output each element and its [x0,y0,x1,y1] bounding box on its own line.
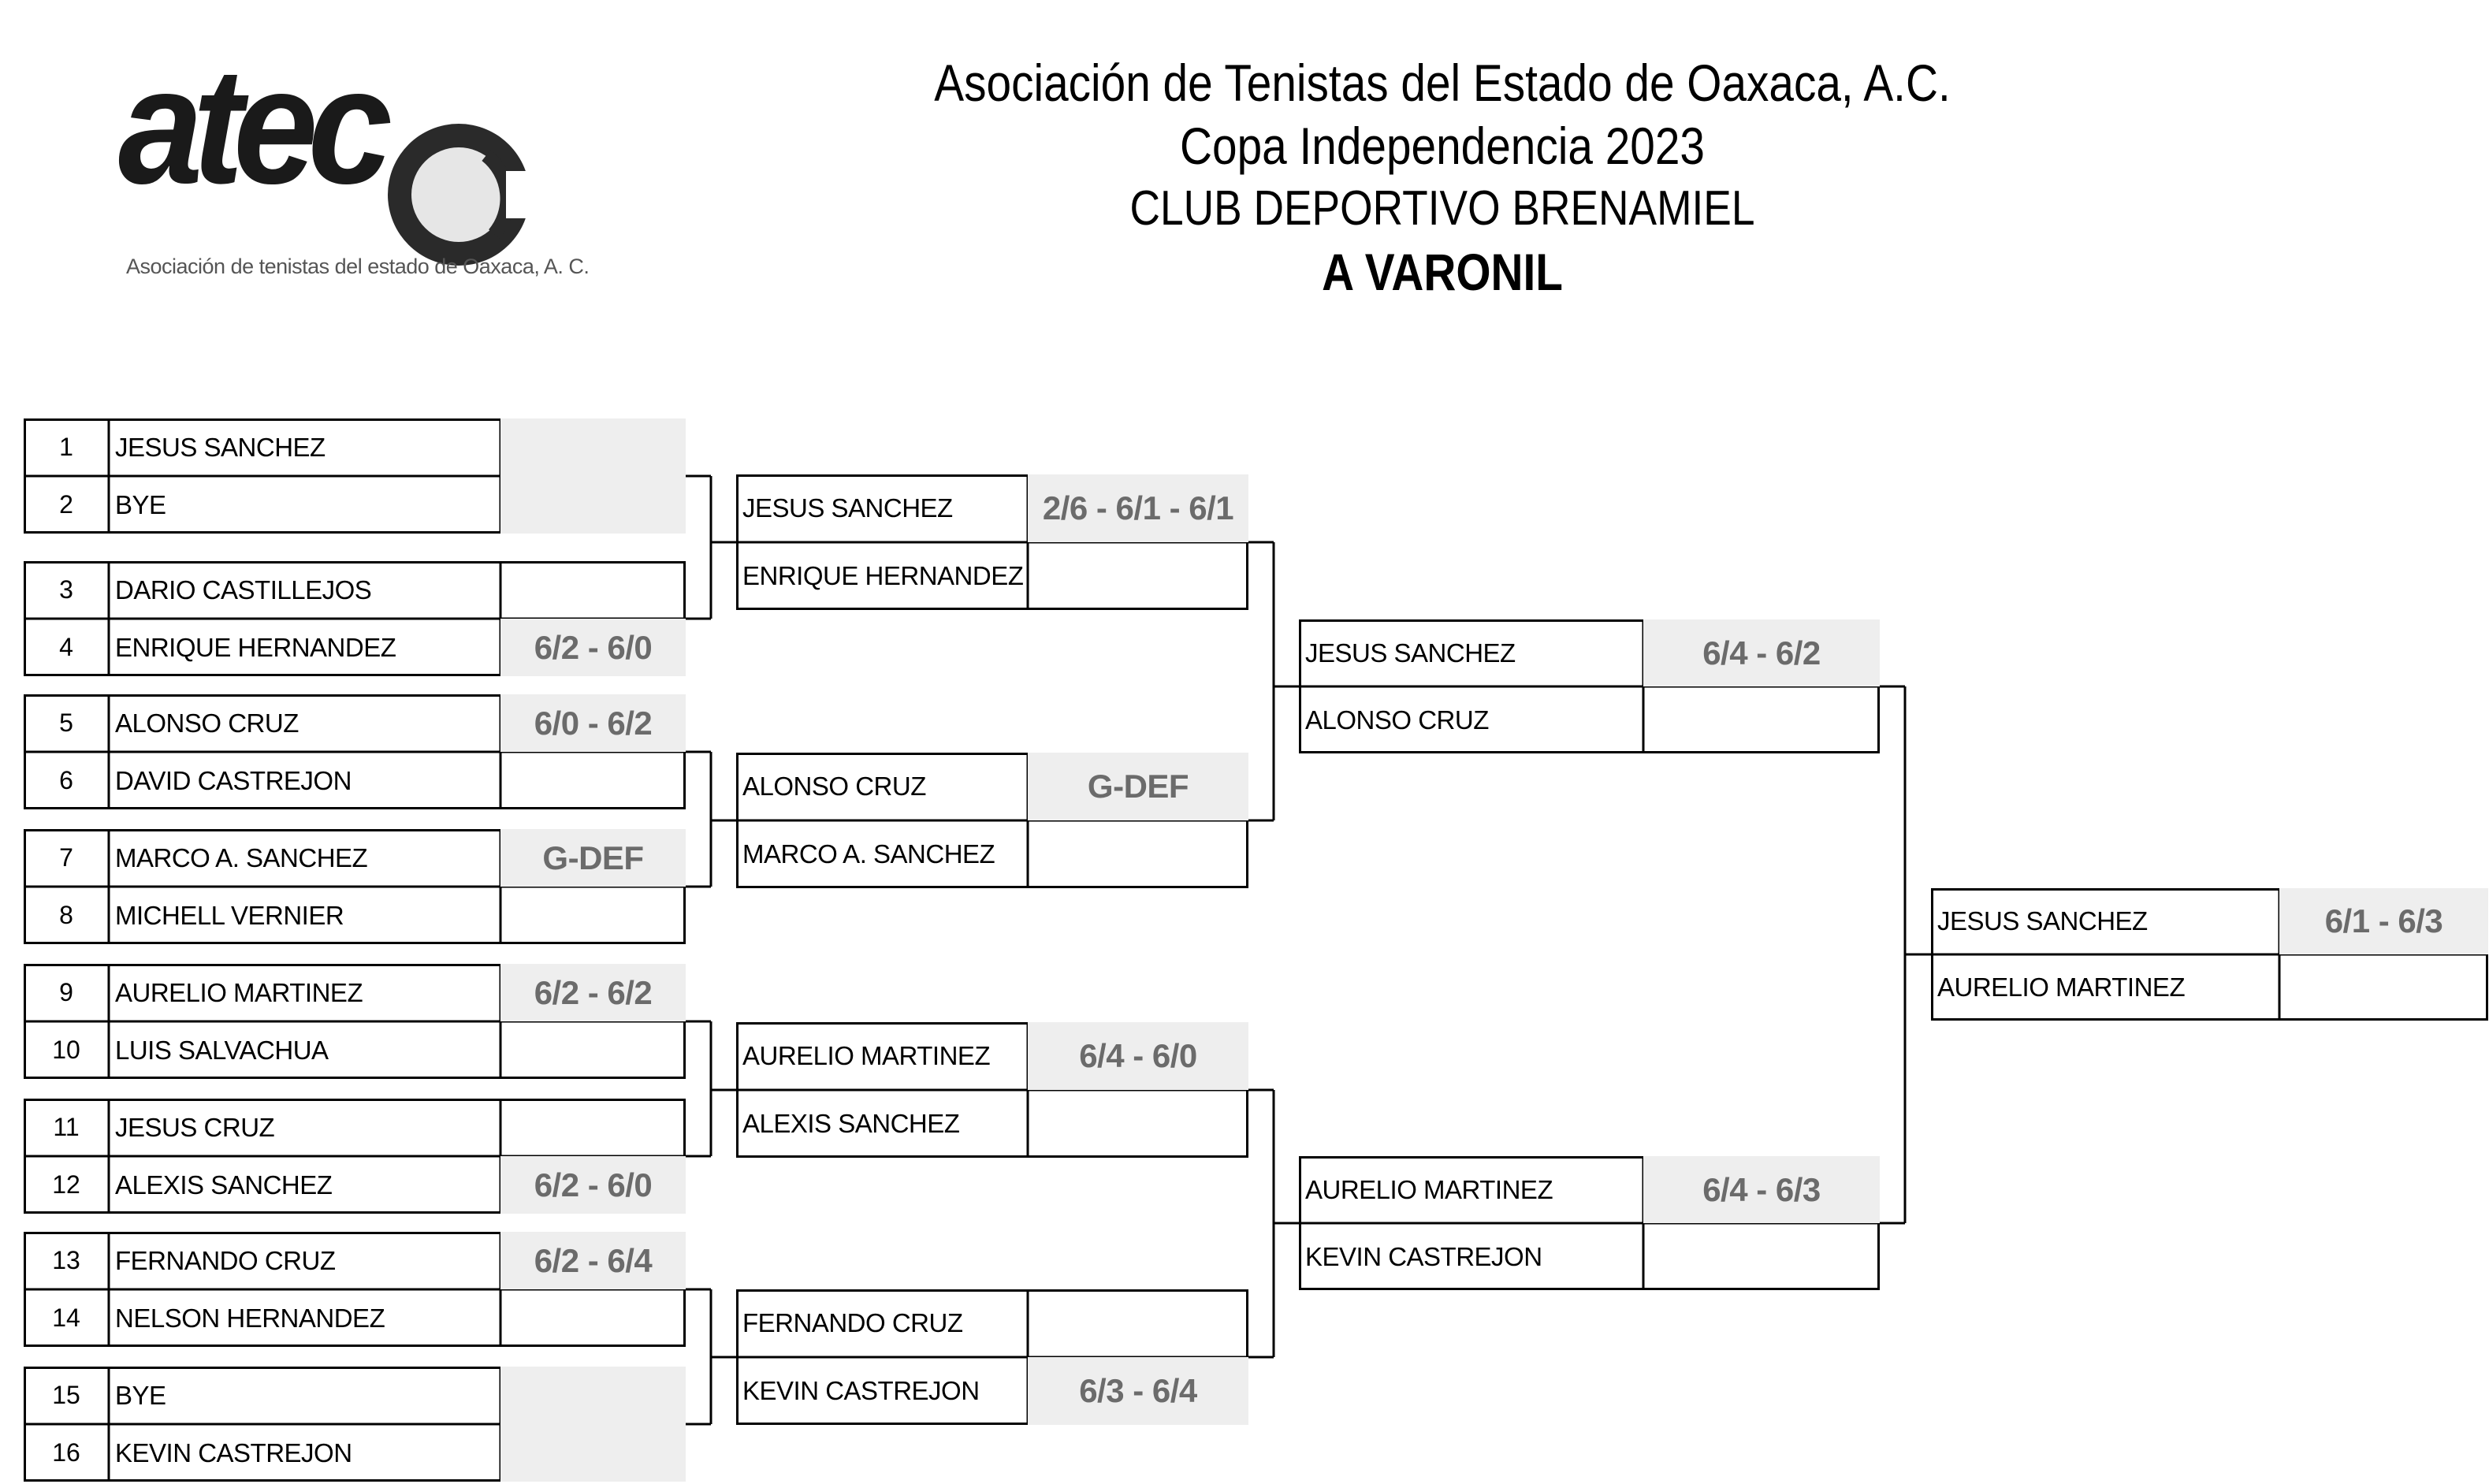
match-box [24,1232,686,1347]
seed-number: 4 [59,633,73,661]
player-name: JESUS SANCHEZ [1305,638,1516,668]
score-cell [1028,1289,1248,1357]
score-cell [500,1367,686,1424]
score-cell [1643,686,1880,753]
page-header: Asociación de Tenistas del Estado de Oax… [820,57,2065,298]
score-cell [500,887,686,944]
player-name: AURELIO MARTINEZ [1305,1174,1553,1204]
match-box [1299,1156,1880,1290]
player-name: ALONSO CRUZ [115,708,299,738]
match-score: 6/2 - 6/0 [500,1156,686,1214]
score-cell [500,752,686,809]
score-cell [2279,954,2488,1021]
seed-number: 12 [52,1170,80,1199]
seed-number: 7 [59,843,73,872]
match-box [24,694,686,809]
player-name: ALONSO CRUZ [742,772,926,801]
seed-number: 3 [59,575,73,604]
match-score: 6/3 - 6/4 [1028,1357,1248,1425]
player-name: BYE [115,489,166,519]
logo-wordmark: atec [118,33,393,218]
score-cell [500,1289,686,1347]
match-score: G-DEF [500,829,686,887]
match-score: 6/4 - 6/3 [1643,1156,1880,1223]
score-cell [500,476,686,534]
seed-number: 8 [59,901,73,929]
match-box [736,1022,1248,1158]
venue-title: CLUB DEPORTIVO BRENAMIEL [1129,181,1755,236]
match-box [24,964,686,1079]
match-score: 6/2 - 6/2 [500,964,686,1021]
score-cell [500,561,686,619]
match-score: 6/4 - 6/0 [1028,1022,1248,1090]
match-score [500,418,686,476]
score-cell [1643,1223,1880,1290]
match-box [1299,619,1880,753]
seed-number: 11 [53,1113,80,1141]
seed-number: 5 [59,709,73,737]
player-name: ENRIQUE HERNANDEZ [742,561,1024,590]
player-name: FERNANDO CRUZ [115,1245,336,1275]
player-name: DARIO CASTILLEJOS [115,575,372,604]
match-score: 2/6 - 6/1 - 6/1 [1028,474,1248,542]
seed-number: 1 [59,433,73,461]
match-box [736,753,1248,888]
score-cell [500,1021,686,1079]
seed-number: 13 [52,1246,80,1274]
score-cell [500,1099,686,1156]
score-cell [1028,1090,1248,1158]
player-name: JESUS CRUZ [115,1112,275,1142]
seed-number: 9 [59,978,73,1006]
score-cell [1028,820,1248,888]
match-score: 6/4 - 6/2 [1643,619,1880,686]
seed-number: 15 [52,1381,80,1409]
seed-number: 6 [59,766,73,794]
match-box [1931,888,2488,1021]
seed-number: 2 [59,490,73,519]
match-score: G-DEF [1028,753,1248,820]
logo-subtitle: Asociación de tenistas del estado de Oax… [126,255,590,278]
tennis-ball-icon [388,124,569,266]
association-title: Asociación de Tenistas del Estado de Oax… [934,54,1951,112]
seed-number: 14 [52,1304,80,1332]
match-score: 6/2 - 6/4 [500,1232,686,1289]
player-name: KEVIN CASTREJON [742,1376,980,1405]
match-score: 6/0 - 6/2 [500,694,686,752]
player-name: KEVIN CASTREJON [115,1438,352,1467]
match-score [500,1424,686,1482]
player-name: AURELIO MARTINEZ [115,977,363,1007]
match-score: 6/1 - 6/3 [2279,888,2488,954]
player-name: DAVID CASTREJON [115,765,352,795]
tournament-title: Copa Independencia 2023 [1180,117,1705,175]
player-name: JESUS SANCHEZ [1937,906,2148,935]
player-name: MICHELL VERNIER [115,900,344,930]
category-title: A VARONIL [1322,243,1563,301]
match-box [24,829,686,944]
player-name: MARCO A. SANCHEZ [742,839,995,868]
player-name: AURELIO MARTINEZ [1937,973,2186,1002]
player-name: ALEXIS SANCHEZ [115,1170,333,1199]
player-name: ENRIQUE HERNANDEZ [115,632,396,662]
seed-number: 16 [52,1438,80,1467]
player-name: BYE [115,1380,166,1410]
score-cell [1028,542,1248,610]
player-name: ALONSO CRUZ [1305,705,1489,735]
player-name: FERNANDO CRUZ [742,1308,963,1337]
player-name: JESUS SANCHEZ [115,432,326,462]
match-score: 6/2 - 6/0 [500,619,686,676]
player-name: LUIS SALVACHUA [115,1035,329,1065]
atec-logo: atec Asociación de tenistas del estado d… [118,33,590,296]
player-name: NELSON HERNANDEZ [115,1303,385,1333]
player-name: JESUS SANCHEZ [742,493,953,523]
player-name: ALEXIS SANCHEZ [742,1109,960,1138]
seed-number: 10 [52,1036,80,1064]
player-name: MARCO A. SANCHEZ [115,842,368,872]
player-name: AURELIO MARTINEZ [742,1041,991,1070]
match-box [736,474,1248,610]
player-name: KEVIN CASTREJON [1305,1241,1542,1271]
